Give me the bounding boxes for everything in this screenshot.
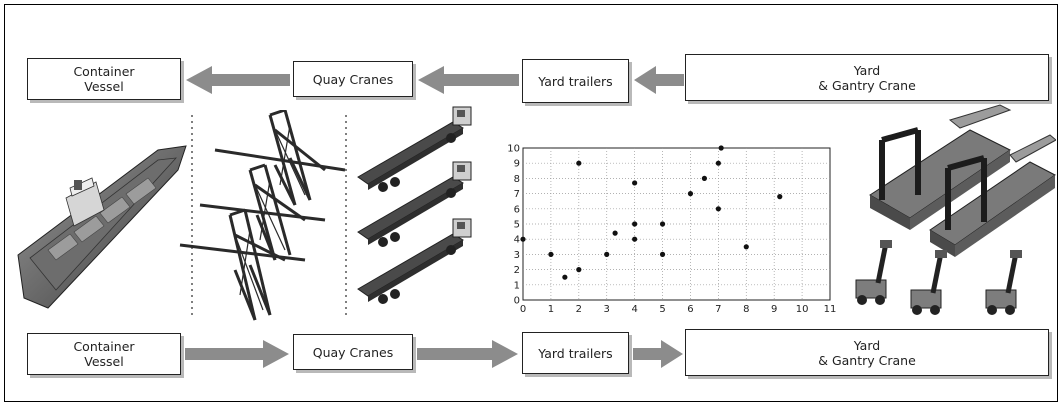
top-container-vessel-box: Container Vessel: [27, 58, 181, 100]
top-quay-cranes-box: Quay Cranes: [293, 61, 413, 97]
x-tick-label: 4: [631, 304, 637, 315]
diagram-frame: [4, 4, 1058, 402]
scatter-plot: 0 1 2 3 4 5 6 7 8 9 10 11 0 1 2 3 4 5 6 7 8 9 10: [507, 144, 837, 316]
scatter-point: [604, 251, 610, 257]
scatter-point: [715, 160, 721, 166]
quay-crane-icon: [179, 110, 346, 321]
scatter-point: [715, 206, 721, 212]
reach-stacker-icon: [855, 240, 1048, 318]
bottom-quay-cranes-box: Quay Cranes: [293, 334, 413, 370]
scatter-point: [548, 251, 554, 257]
scatter-point: [701, 175, 708, 181]
scatter-point: [632, 236, 638, 242]
x-tick-label: 1: [548, 304, 554, 315]
scatter-point: [659, 251, 666, 257]
top-quay-cranes-label: Quay Cranes: [312, 71, 394, 87]
scatter-point: [562, 274, 568, 280]
scatter-point: [718, 145, 724, 151]
top-yard-gantry-label: Yard & Gantry Crane: [818, 62, 916, 93]
yard-trailer-icon: [357, 106, 472, 305]
top-arrow-trailers-to-quay: [418, 66, 519, 94]
bottom-quay-cranes-label: Quay Cranes: [312, 344, 394, 360]
top-arrow-yard-to-trailers: [634, 66, 684, 94]
container-ship-icon: [17, 145, 187, 309]
x-tick-label: 10: [796, 304, 809, 315]
bottom-arrow-vessel-to-quay: [185, 340, 289, 368]
y-tick-label: 5: [514, 220, 520, 231]
y-tick-label: 1: [514, 280, 520, 291]
bottom-arrow-trailers-to-yard: [633, 340, 683, 368]
x-tick-label: 2: [576, 304, 582, 315]
y-tick-label: 10: [507, 144, 520, 155]
bottom-arrow-quay-to-trailers: [417, 340, 518, 368]
x-tick-label: 3: [604, 304, 610, 315]
bottom-yard-gantry-box: Yard & Gantry Crane: [685, 329, 1049, 376]
y-tick-label: 7: [514, 189, 520, 200]
y-tick-label: 3: [514, 250, 520, 261]
bottom-yard-trailers-label: Yard trailers: [538, 345, 613, 361]
scatter-point: [612, 230, 618, 236]
scatter-point: [632, 180, 638, 186]
scatter-point: [632, 221, 638, 227]
scatter-point: [659, 221, 666, 227]
bottom-yard-trailers-box: Yard trailers: [522, 332, 629, 374]
y-tick-label: 6: [514, 204, 520, 215]
y-tick-label: 2: [514, 265, 520, 276]
scatter-point: [777, 194, 783, 200]
top-arrow-quay-to-vessel: [186, 66, 290, 94]
scatter-point: [520, 236, 526, 242]
y-tick-label: 8: [514, 174, 520, 185]
x-tick-label: 9: [771, 304, 777, 315]
gantry-crane-icon: [869, 104, 1056, 257]
x-tick-label: 5: [659, 304, 665, 315]
x-tick-label: 0: [520, 304, 526, 315]
x-tick-label: 11: [824, 304, 837, 315]
x-tick-label: 6: [687, 304, 693, 315]
top-yard-trailers-box: Yard trailers: [522, 59, 629, 103]
bottom-container-vessel-box: Container Vessel: [27, 333, 181, 375]
top-yard-trailers-label: Yard trailers: [538, 73, 613, 89]
scatter-point: [687, 191, 694, 197]
top-container-vessel-label: Container Vessel: [73, 64, 135, 94]
x-tick-label: 7: [715, 304, 721, 315]
scatter-point: [576, 267, 582, 273]
scatter-point: [576, 160, 582, 166]
top-yard-gantry-box: Yard & Gantry Crane: [685, 54, 1049, 101]
bottom-container-vessel-label: Container Vessel: [73, 339, 135, 369]
y-tick-label: 9: [514, 159, 520, 170]
scatter-point: [743, 244, 749, 250]
x-tick-label: 8: [743, 304, 749, 315]
y-tick-label: 4: [514, 235, 520, 246]
bottom-yard-gantry-label: Yard & Gantry Crane: [818, 337, 916, 368]
y-tick-label: 0: [514, 296, 520, 307]
